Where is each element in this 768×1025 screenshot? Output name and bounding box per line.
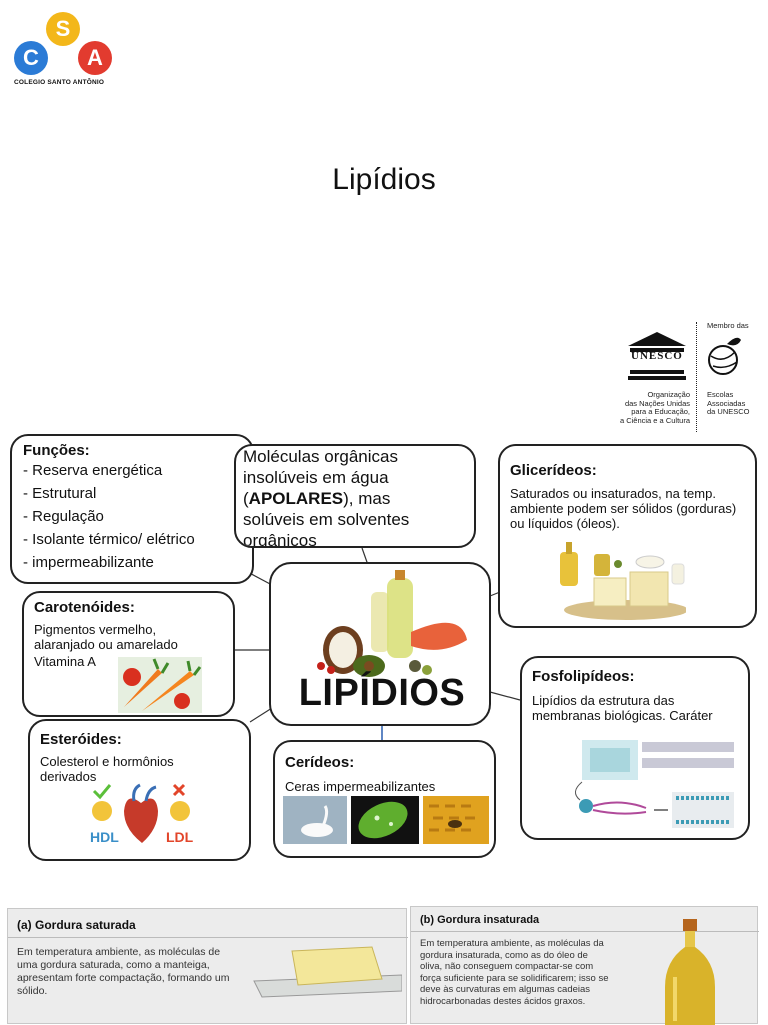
unesco-org-text: Organização das Nações Unidas para a Edu…: [619, 390, 690, 425]
definition-line: insolúveis em água: [243, 468, 389, 487]
hdl-ldl-illustration: [92, 783, 190, 843]
cerideos-text: Ceras impermeabilizantes: [285, 779, 436, 794]
phospholipid-diagram: [575, 740, 734, 828]
esteroides-heading: Esteróides:: [40, 731, 122, 748]
definition-line: Moléculas orgânicas: [243, 447, 398, 466]
carotenoides-box: Carotenóides: Pigmentos vermelho, alaran…: [22, 591, 235, 717]
waxes-images: [283, 796, 489, 844]
unesco-wordmark: UNESCO: [631, 350, 683, 362]
cerideos-box: Cerídeos: Ceras impermeabilizantes: [273, 740, 496, 858]
funcoes-item: - Reserva energética: [23, 462, 163, 479]
unesco-schools-text: Escolas Associadas da UNESCO: [707, 390, 750, 416]
funcoes-item: - Isolante térmico/ elétrico: [23, 531, 195, 548]
definition-box: Moléculas orgânicas insolúveis em água (…: [234, 444, 476, 548]
fosfolipideos-text: Lipídios da estrutura das membranas biol…: [532, 693, 713, 725]
fosfolipideos-box: Fosfolipídeos: Lipídios da estrutura das…: [520, 656, 750, 840]
glicerideos-box: Glicerídeos: Saturados ou insaturados, n…: [498, 444, 757, 628]
definition-line: (APOLARES), mas: [243, 489, 391, 508]
funcoes-box: Funções: - Reserva energética - Estrutur…: [10, 434, 254, 584]
esteroides-box: Esteróides: Colesterol e hormônios deriv…: [28, 719, 251, 861]
hdl-label: HDL: [90, 829, 119, 845]
panel-divider: [411, 931, 759, 932]
globe-leaf-icon: [708, 337, 741, 375]
carotenoides-heading: Carotenóides:: [34, 599, 135, 616]
logo-circle-s: S: [46, 12, 80, 46]
carotenoides-vitamin: Vitamina A: [34, 654, 96, 669]
ldl-label: LDL: [166, 829, 194, 845]
olive-oil-bottle-image: [665, 919, 715, 1025]
definition-line: orgânicos: [243, 531, 317, 548]
unsaturated-fat-heading: (b) Gordura insaturada: [420, 914, 540, 926]
butter-image: [253, 946, 402, 998]
glicerideos-text: Saturados ou insaturados, na temp. ambie…: [510, 486, 737, 531]
unesco-member-label: Membro das: [707, 321, 749, 330]
unesco-temple-icon: [628, 332, 686, 380]
funcoes-item: - Regulação: [23, 508, 104, 525]
esteroides-text: Colesterol e hormônios derivados: [40, 754, 174, 782]
lipid-foods-image: [317, 570, 467, 677]
saturated-fat-panel: (a) Gordura saturada Em temperatura ambi…: [7, 908, 408, 1024]
panel-divider: [8, 937, 408, 938]
page-title: Lipídios: [332, 163, 436, 196]
fosfolipideos-heading: Fosfolipídeos:: [532, 668, 635, 685]
oils-fats-image: [560, 542, 686, 620]
unesco-divider: [696, 322, 697, 432]
glicerideos-heading: Glicerídeos:: [510, 462, 597, 479]
logo-circle-a: A: [78, 41, 112, 75]
definition-line: solúveis em solventes: [243, 510, 410, 529]
unsaturated-fat-text: Em temperatura ambiente, as moléculas da…: [420, 938, 609, 1007]
unsaturated-fat-panel: (b) Gordura insaturada Em temperatura am…: [410, 906, 759, 1025]
saturated-fat-heading: (a) Gordura saturada: [17, 918, 136, 932]
lipidios-center-label: LIPÍDIOS: [298, 672, 466, 714]
lipidios-center-box: LIPÍDIOS: [269, 562, 491, 726]
carotenoides-text: Pigmentos vermelho, alaranjado ou amarel…: [34, 622, 178, 652]
saturated-fat-text: Em temperatura ambiente, as moléculas de…: [17, 946, 230, 997]
carrots-tomatoes-image: [118, 657, 202, 713]
funcoes-heading: Funções:: [23, 442, 90, 459]
funcoes-item: - Estrutural: [23, 485, 97, 502]
funcoes-item: - impermeabilizante: [23, 554, 154, 571]
logo-caption: COLEGIO SANTO ANTÔNIO: [14, 79, 105, 86]
logo-circle-c: C: [14, 41, 48, 75]
cerideos-heading: Cerídeos:: [285, 754, 355, 771]
